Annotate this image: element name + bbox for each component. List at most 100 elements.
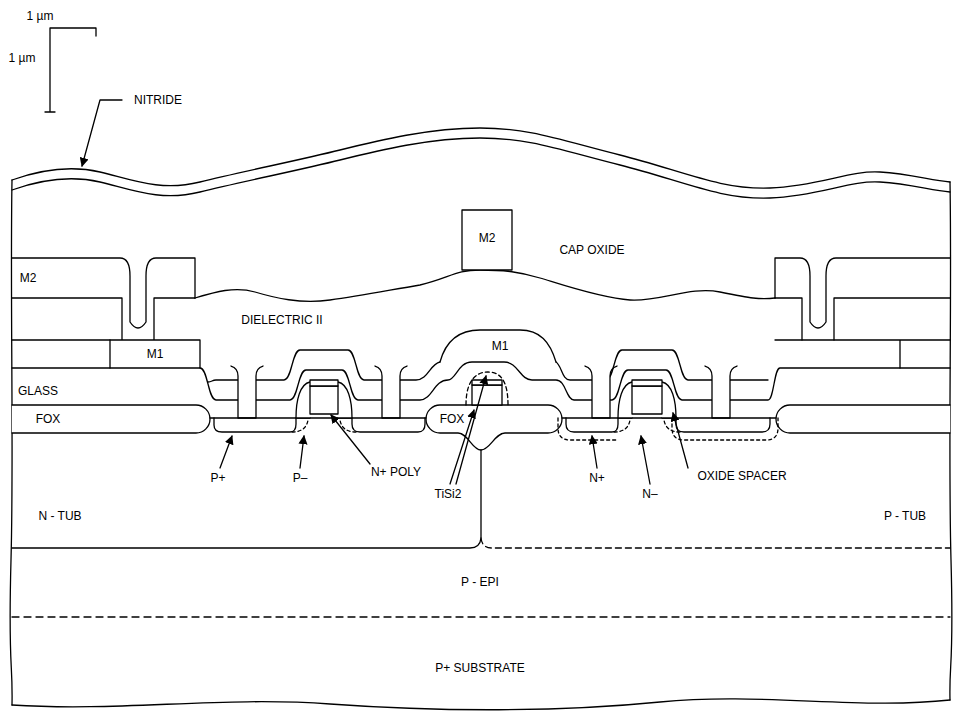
oxide-spacer bbox=[296, 382, 352, 418]
label-text: TiSi2 bbox=[433, 487, 464, 501]
node-text: P - TUB bbox=[882, 509, 928, 523]
nitride-top bbox=[12, 128, 950, 188]
node-text: FOX bbox=[34, 412, 63, 426]
label-text: N+ POLY bbox=[369, 465, 423, 479]
layer-name: FOX bbox=[33, 411, 64, 427]
poly-runner bbox=[472, 385, 502, 405]
node-text: GLASS bbox=[16, 384, 60, 398]
p-minus-ldd bbox=[292, 420, 356, 432]
node-text: P - EPI bbox=[459, 575, 501, 589]
silicide bbox=[472, 380, 502, 385]
dielectric-conformal-right bbox=[556, 350, 768, 380]
node-text: FOX bbox=[438, 412, 467, 426]
callout-label: P+ bbox=[208, 471, 227, 485]
right-break-edge bbox=[950, 182, 952, 700]
callout-label: N– bbox=[640, 487, 659, 501]
leader-arrow bbox=[220, 436, 232, 468]
field-oxide bbox=[426, 405, 562, 450]
layer-name: FOX bbox=[437, 411, 468, 427]
callout-label: TiSi2 bbox=[433, 487, 464, 501]
m1-left-layer bbox=[12, 340, 110, 368]
contact-fill bbox=[238, 366, 256, 417]
layer-name: CAP OXIDE bbox=[556, 242, 628, 258]
m1-dome bbox=[440, 330, 556, 362]
contact bbox=[231, 366, 263, 418]
m1-box bbox=[110, 340, 200, 368]
node-text: P+ SUBSTRATE bbox=[433, 661, 526, 675]
contact bbox=[585, 366, 617, 418]
layer-name: M1 bbox=[489, 338, 512, 354]
contact bbox=[375, 366, 407, 418]
callout-label: P– bbox=[291, 471, 310, 485]
field-oxide bbox=[12, 405, 210, 433]
silicide bbox=[632, 380, 662, 386]
scale-bar bbox=[45, 28, 96, 112]
leader-arrow bbox=[673, 413, 688, 468]
contacts bbox=[231, 366, 737, 418]
m2-right-bottom bbox=[775, 298, 950, 340]
leader-arrow bbox=[641, 436, 650, 484]
leader-arrows bbox=[82, 100, 688, 484]
p-tub-boundary bbox=[481, 538, 950, 548]
nitride-bottom bbox=[12, 138, 950, 198]
label-text: P– bbox=[291, 471, 310, 485]
label-text: 1 µm bbox=[25, 9, 56, 23]
m2-right-top bbox=[775, 258, 950, 328]
layer-name: GLASS bbox=[15, 383, 62, 399]
node-text: M2 bbox=[18, 271, 39, 285]
m2-line-box bbox=[462, 210, 512, 270]
leader-arrow bbox=[82, 100, 122, 166]
layer-name: DIELECTRIC II bbox=[238, 312, 326, 328]
label-text: NITRIDE bbox=[132, 93, 184, 107]
silicon-surface bbox=[210, 417, 776, 418]
left-break-edge bbox=[10, 180, 12, 705]
p-plus-diffusion bbox=[214, 418, 296, 432]
node-text: M1 bbox=[490, 339, 511, 353]
n-plus-diffusion bbox=[676, 418, 770, 432]
oxide-spacer bbox=[618, 382, 676, 418]
n-plus-diffusion bbox=[566, 418, 618, 432]
node-text: M1 bbox=[145, 347, 166, 361]
label-text: N– bbox=[640, 487, 659, 501]
region-name: P - EPI bbox=[458, 574, 502, 590]
label-text: 1 µm bbox=[7, 51, 38, 65]
poly-gate bbox=[632, 386, 662, 414]
scale-label: 1 µm bbox=[25, 9, 56, 23]
field-oxide bbox=[776, 405, 950, 433]
contact-fill bbox=[592, 366, 610, 417]
region-name: P+ SUBSTRATE bbox=[432, 660, 528, 676]
scale-label: 1 µm bbox=[7, 51, 38, 65]
bottom-break-edge bbox=[12, 699, 950, 710]
n-minus-ldd bbox=[558, 418, 778, 440]
m1-right-layer bbox=[775, 340, 950, 368]
node-text: CAP OXIDE bbox=[557, 243, 626, 257]
region-name: P - TUB bbox=[881, 508, 930, 524]
leader-arrow bbox=[592, 436, 597, 468]
node-text: DIELECTRIC II bbox=[239, 313, 324, 327]
callout-label: N+ bbox=[587, 471, 607, 485]
dielectric-top bbox=[195, 270, 775, 301]
leader-arrow bbox=[331, 415, 370, 464]
poly-gate bbox=[310, 386, 338, 414]
substrate-boundary bbox=[12, 616, 950, 617]
label-text: OXIDE SPACER bbox=[695, 469, 788, 483]
layer-name: M2 bbox=[17, 270, 40, 286]
n-tub-boundary bbox=[12, 450, 481, 548]
label-text: N+ bbox=[587, 471, 607, 485]
contact-fill bbox=[712, 366, 730, 417]
m2-left-bottom bbox=[12, 298, 195, 340]
leader-arrow bbox=[300, 436, 304, 468]
node-text: M2 bbox=[477, 231, 498, 245]
label-text: P+ bbox=[208, 471, 227, 485]
callout-label: NITRIDE bbox=[132, 93, 184, 107]
leader-arrow bbox=[456, 376, 486, 484]
callout-label: OXIDE SPACER bbox=[695, 469, 788, 483]
silicide bbox=[310, 380, 338, 386]
m2-left-top bbox=[12, 258, 195, 328]
callout-label: N+ POLY bbox=[369, 465, 423, 479]
contact-fill bbox=[382, 366, 400, 417]
